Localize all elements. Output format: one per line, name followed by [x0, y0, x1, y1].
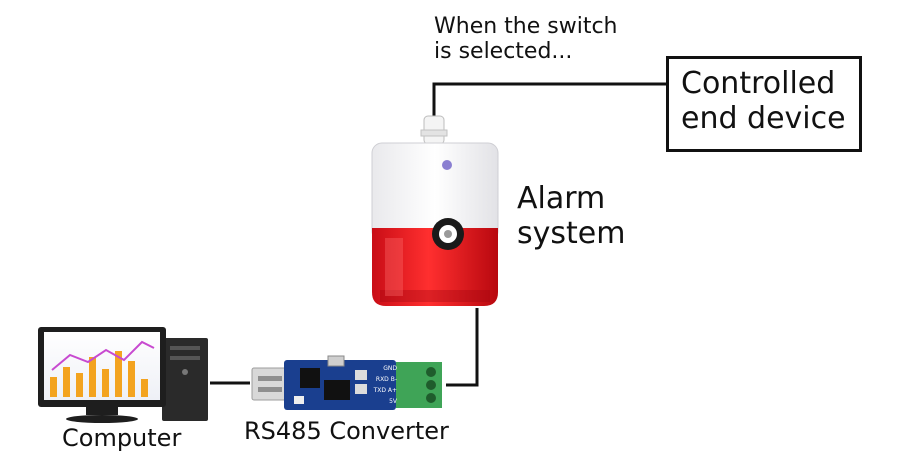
controlled-end-device-box: Controlled end device: [666, 56, 862, 152]
monitor-bar: [63, 367, 70, 397]
device-label-line-1: Controlled: [681, 66, 836, 101]
note-line-2: is selected...: [434, 39, 573, 65]
rs485-converter-label: RS485 Converter: [244, 417, 449, 445]
terminal-label: GND: [383, 365, 397, 372]
monitor-bar: [89, 357, 96, 397]
alarm-siren-device: [371, 115, 499, 306]
wire-alarm-to-device: [432, 82, 666, 118]
computer-illustration: [38, 327, 208, 423]
switch-selected-note: When the switch is selected...: [434, 14, 618, 65]
alarm-label-line-2: system: [517, 215, 626, 251]
rs485-converter-illustration: GND RXD B- TXD A+ 5V: [251, 355, 442, 410]
monitor-bar: [141, 379, 148, 397]
monitor-bar-chart-icon: [50, 351, 148, 397]
indicator-led-icon: [442, 160, 452, 170]
terminal-label: RXD B-: [376, 376, 397, 383]
monitor-bar: [76, 373, 83, 397]
terminal-label: TXD A+: [373, 387, 397, 394]
alarm-label-line-1: Alarm: [517, 181, 606, 216]
monitor-bar: [128, 361, 135, 397]
terminal-label: 5V: [389, 398, 398, 405]
alarm-system-label: Alarm system: [517, 181, 626, 251]
wires: [210, 82, 666, 387]
monitor-bar: [102, 369, 109, 397]
note-line-1: When the switch: [434, 14, 618, 39]
monitor-bar: [50, 377, 57, 397]
wire-alarm-to-converter: [446, 308, 479, 387]
computer-label: Computer: [62, 424, 182, 452]
monitor-bar: [115, 351, 122, 397]
device-label-line-2: end device: [681, 100, 846, 136]
